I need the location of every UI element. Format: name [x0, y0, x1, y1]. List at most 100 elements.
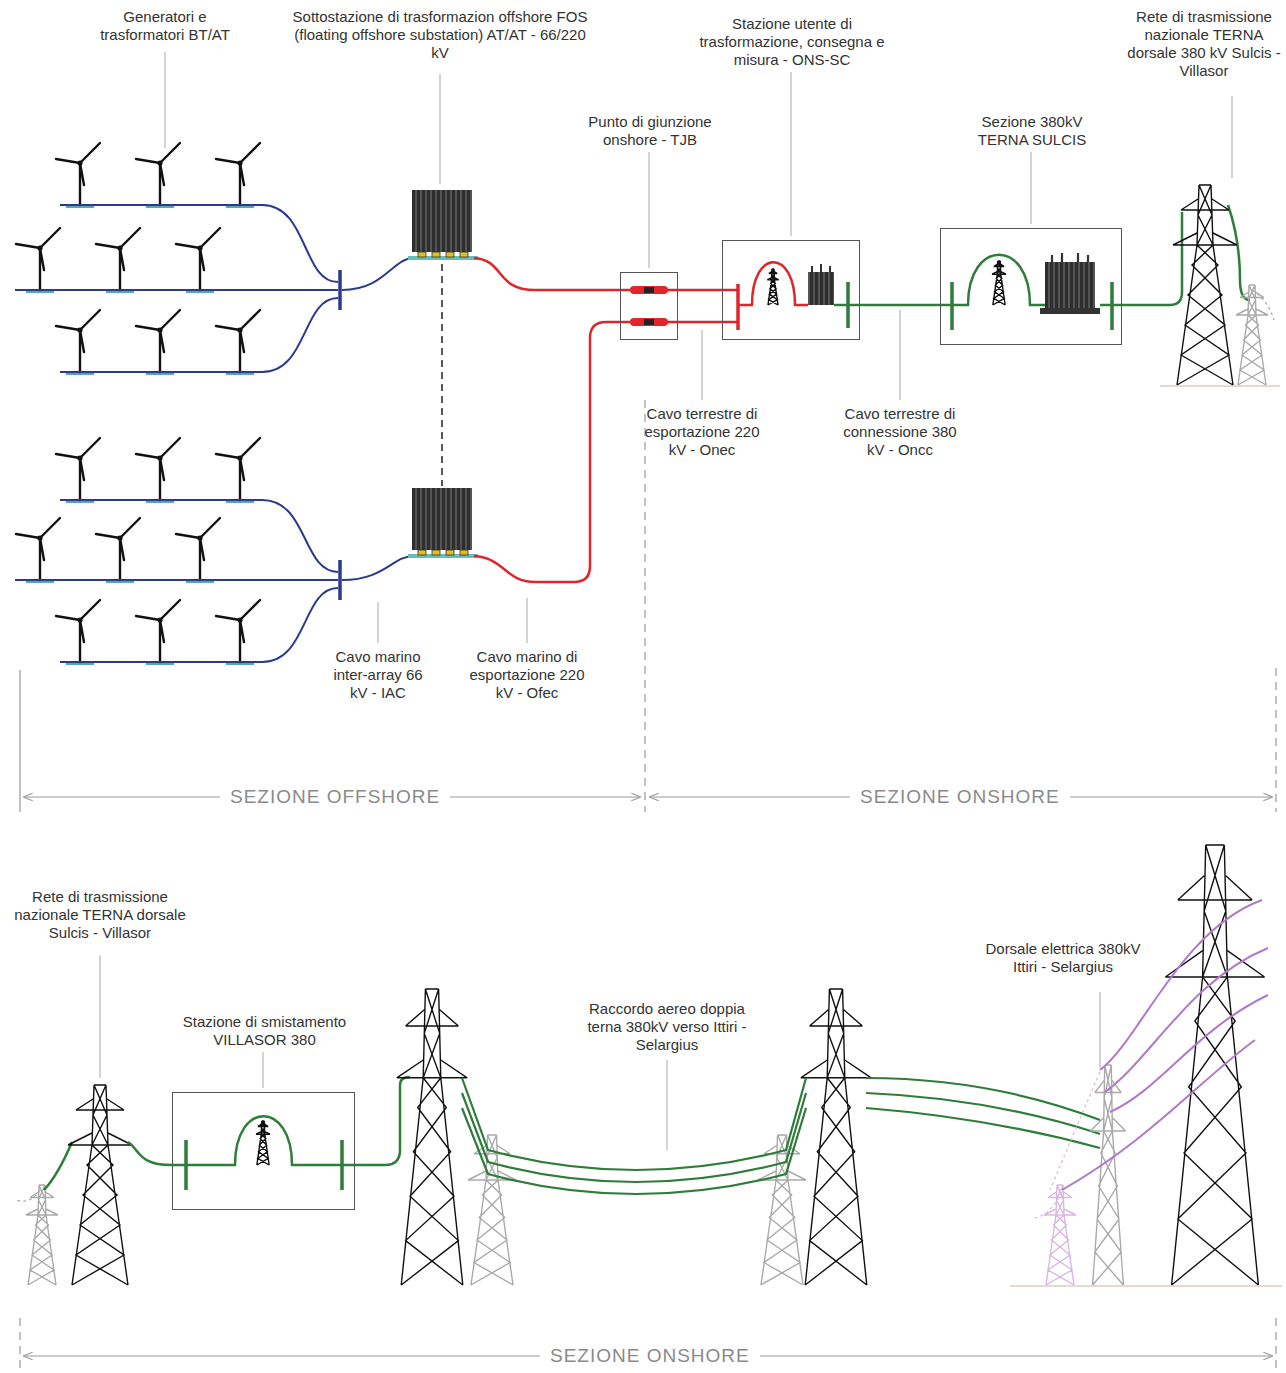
leader-line	[100, 52, 1232, 1150]
wind-turbines	[136, 600, 180, 664]
wind-turbines	[216, 143, 260, 207]
leader-line	[1100, 992, 1101, 1068]
leader-line	[263, 1052, 264, 1088]
transmission-tower	[1252, 290, 1274, 320]
switching-station	[256, 1121, 270, 1165]
overhead-line	[462, 1078, 806, 1170]
user-substation	[808, 272, 834, 305]
section-dimension	[19, 670, 20, 812]
transmission-tower	[1122, 185, 1280, 386]
switching-station	[44, 1142, 72, 1190]
user-substation	[722, 262, 860, 330]
station-box: Stazione di smistamento VILLASOR 380	[172, 1092, 355, 1210]
backbone-line	[1090, 1065, 1125, 1285]
transmission-tower	[1173, 185, 1237, 385]
callout-label: Sottostazione di trasformazion offshore …	[293, 8, 588, 62]
inter-array-cable	[15, 579, 338, 581]
grid-substation	[1045, 262, 1095, 312]
switching-station	[172, 1164, 186, 1167]
inter-array-cable	[342, 556, 414, 580]
station-heading: Sezione 380kV TERNA SULCIS	[965, 113, 1100, 149]
wind-turbines	[96, 518, 140, 582]
grid-substation	[1052, 253, 1088, 262]
leader-line	[702, 330, 703, 400]
inter-array-cable	[60, 588, 338, 662]
grid-substation	[940, 304, 952, 307]
overhead-line	[866, 1078, 1100, 1120]
station-heading: Punto di giunzione onshore - TJB	[575, 113, 725, 149]
floating-substation	[408, 190, 478, 258]
section-label: SEZIONE ONSHORE	[540, 1345, 760, 1367]
wind-turbines	[176, 518, 220, 582]
station-heading: Stazione utente di trasformazione, conse…	[690, 15, 895, 69]
grid-substation	[1112, 304, 1122, 307]
overhead-line	[468, 1135, 516, 1285]
inter-array-cable	[60, 298, 338, 372]
user-substation	[848, 304, 860, 307]
overhead-line	[462, 1108, 806, 1194]
callout-label: Rete di trasmissione nazionale TERNA dor…	[1126, 8, 1282, 80]
grid-substation	[992, 261, 1006, 305]
section-dimension	[20, 1318, 1276, 1372]
leader-line	[527, 598, 528, 643]
grid-substation	[940, 253, 1122, 330]
grid-substation	[952, 255, 1045, 305]
switching-station	[68, 1085, 132, 1285]
inter-array-cable	[15, 205, 414, 662]
cable-joint	[644, 287, 654, 293]
switching-station	[128, 1142, 172, 1165]
transmission-tower	[1160, 385, 1280, 386]
switching-station	[16, 1190, 40, 1201]
export-cable	[474, 322, 620, 582]
inter-array-cable	[15, 289, 338, 291]
overhead-line	[758, 1135, 806, 1285]
station-box: Sezione 380kV TERNA SULCIS	[940, 228, 1122, 345]
leader-line	[791, 72, 792, 236]
leader-line	[100, 955, 101, 1078]
leader-line	[1232, 96, 1233, 178]
backbone-line	[1100, 900, 1262, 1070]
overhead-line	[866, 1093, 1100, 1134]
switching-station	[186, 1116, 342, 1165]
cable-connector	[860, 304, 940, 307]
cable-connector	[678, 290, 722, 322]
callout-label: Cavo terrestre di esportazione 220 kV - …	[643, 405, 761, 459]
leader-line	[900, 310, 901, 400]
export-cable	[474, 258, 620, 582]
cable-joint	[620, 286, 678, 326]
overhead-line	[462, 1093, 806, 1182]
wind-turbines	[56, 438, 100, 502]
inter-array-cable	[60, 205, 338, 282]
leader-line	[649, 152, 650, 268]
wind-turbines	[56, 600, 100, 664]
wind-turbines	[136, 143, 180, 207]
leader-line	[165, 52, 166, 148]
wind-turbines	[216, 600, 260, 664]
wind-turbines	[176, 228, 220, 292]
grid-substation	[1040, 308, 1100, 314]
cable-joint	[630, 318, 668, 326]
section-dimension	[19, 1318, 20, 1372]
section-label: SEZIONE ONSHORE	[850, 786, 1070, 808]
floating-substation	[441, 264, 443, 486]
user-substation	[736, 284, 740, 330]
grid-substation	[1100, 304, 1112, 307]
leader-line	[378, 602, 379, 643]
overhead-line	[397, 989, 467, 1285]
leader-line	[667, 1060, 668, 1150]
backbone-line	[1035, 1072, 1100, 1218]
backbone-line	[1105, 948, 1268, 1092]
callout-label: Cavo marino inter-array 66 kV - IAC	[326, 648, 430, 702]
floating-substation	[408, 190, 478, 556]
section-dimension	[20, 400, 1276, 812]
export-cable	[474, 258, 620, 290]
wind-turbines	[16, 518, 60, 582]
overhead-line	[397, 989, 1100, 1285]
section-label: SEZIONE OFFSHORE	[220, 786, 450, 808]
wind-turbines	[216, 310, 260, 374]
floating-substation	[408, 488, 478, 556]
section-dimension	[1275, 668, 1276, 812]
